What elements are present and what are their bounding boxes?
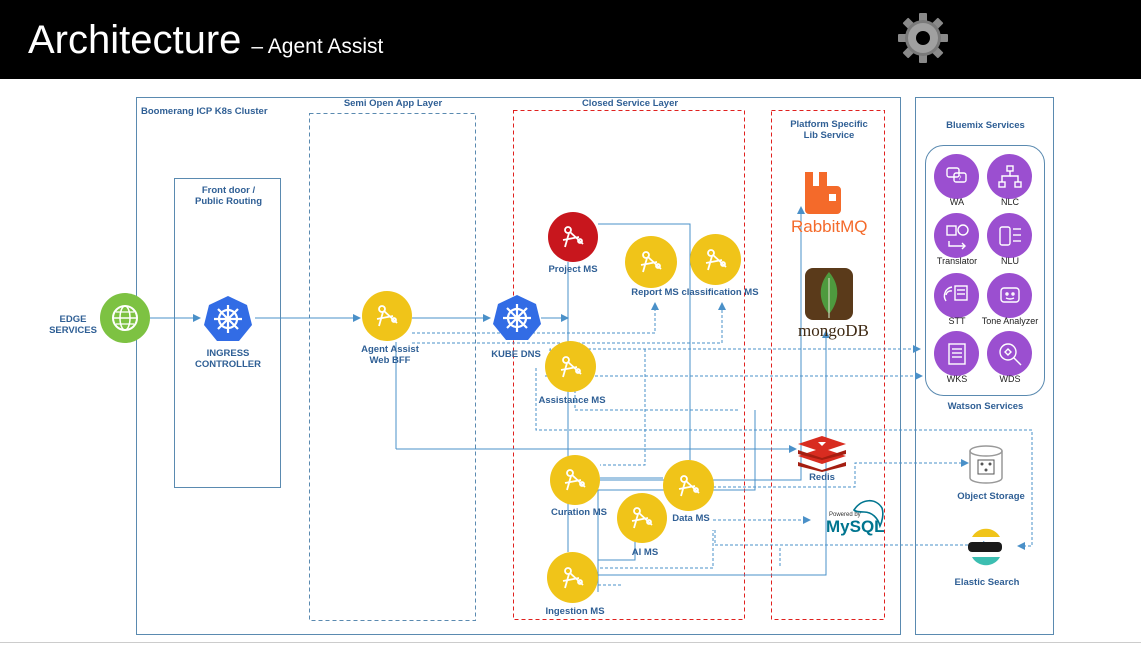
watson-service-label: WA	[949, 197, 965, 207]
redis-icon[interactable]	[798, 436, 846, 472]
knowledge-studio-icon	[947, 342, 966, 365]
watson-service-label: Tone Analyzer	[981, 316, 1039, 326]
mysql-logo-text: MySQL	[826, 517, 885, 536]
semi-open-layer-box	[309, 113, 476, 621]
closed-service-layer-box	[513, 110, 745, 620]
watson-services-box	[925, 145, 1045, 396]
front-door-label: Front door / Public Routing	[194, 185, 263, 207]
curation-ms-label: Curation MS	[551, 507, 607, 518]
watson-label: Watson Services	[947, 401, 1024, 412]
compass-icon	[562, 566, 584, 588]
cluster-label: Boomerang ICP K8s Cluster	[141, 106, 268, 117]
watson-wks-node[interactable]	[934, 331, 979, 376]
nlu-icon	[998, 225, 1021, 246]
compass-icon	[640, 251, 662, 273]
footer-divider	[0, 642, 1141, 643]
report-ms-label: Report MS	[631, 287, 679, 298]
closed-layer-label: Closed Service Layer	[581, 98, 679, 109]
redis-label: Redis	[809, 472, 835, 483]
kubernetes-icon[interactable]	[202, 294, 254, 344]
tone-analyzer-icon	[999, 286, 1020, 303]
speech-to-text-icon	[943, 284, 968, 301]
watson-translator-node[interactable]	[934, 213, 979, 258]
globe-icon	[112, 305, 138, 331]
mongodb-leaf-tile	[805, 268, 853, 320]
ingestion-ms-node[interactable]	[547, 552, 598, 603]
watson-nlc-node[interactable]	[987, 154, 1032, 199]
object-storage-label: Object Storage	[957, 491, 1025, 502]
watson-tone-analyzer-node[interactable]	[987, 273, 1032, 318]
bluemix-box	[915, 97, 1054, 635]
watson-service-label: Translator	[936, 256, 978, 266]
platform-lib-box	[771, 110, 885, 620]
assistance-ms-node[interactable]	[545, 341, 596, 392]
elastic-search-label: Elastic Search	[954, 577, 1020, 588]
svg-text:?: ?	[958, 176, 962, 182]
watson-service-label: WKS	[946, 374, 968, 384]
rabbitmq-logo-text: RabbitMQ	[791, 217, 868, 236]
compass-icon	[562, 226, 584, 248]
classification-ms-label: classification MS	[681, 287, 759, 298]
ai-ms-label: AI MS	[631, 547, 659, 558]
platform-label: Platform Specific Lib Service	[790, 119, 868, 141]
kubernetes-dns-icon[interactable]	[491, 293, 543, 343]
translate-icon	[945, 223, 969, 249]
object-storage-icon[interactable]	[966, 444, 1006, 486]
data-ms-node[interactable]	[663, 460, 714, 511]
elasticsearch-icon[interactable]	[966, 527, 1004, 567]
chat-bubbles-icon: ?	[945, 166, 967, 183]
edge-services-node[interactable]	[100, 293, 150, 343]
title-main: Architecture	[28, 18, 242, 62]
compass-icon	[376, 305, 398, 327]
project-ms-node[interactable]	[548, 212, 598, 262]
watson-service-label: NLU	[1000, 256, 1019, 266]
page-title: Architecture – Agent Assist	[28, 16, 383, 71]
watson-nlu-node[interactable]	[987, 213, 1032, 258]
mongodb-leaf-icon	[820, 272, 838, 318]
watson-service-label: WDS	[999, 374, 1021, 384]
watson-service-label: NLC	[1000, 197, 1019, 207]
classification-ms-node[interactable]	[690, 234, 741, 285]
web-bff-label: Agent Assist Web BFF	[361, 344, 419, 366]
front-door-box	[174, 178, 281, 488]
watson-stt-node[interactable]	[934, 273, 979, 318]
watson-wds-node[interactable]	[987, 331, 1032, 376]
compass-icon	[631, 507, 653, 529]
mysql-dolphin-icon	[852, 499, 884, 528]
ai-ms-node[interactable]	[617, 493, 667, 543]
mongodb-logo-text: mongoDB	[798, 321, 869, 340]
cluster-box	[136, 97, 901, 635]
watson-wa-node[interactable]: ?	[934, 154, 979, 199]
compass-icon	[560, 355, 582, 377]
web-bff-node[interactable]	[362, 291, 412, 341]
discovery-icon	[998, 342, 1021, 365]
header-bar: Architecture – Agent Assist	[0, 0, 1141, 79]
assistance-ms-label: Assistance MS	[538, 395, 606, 406]
compass-icon	[564, 469, 586, 491]
curation-ms-node[interactable]	[550, 455, 600, 505]
ingestion-ms-label: Ingestion MS	[545, 606, 605, 617]
semi-open-label: Semi Open App Layer	[343, 98, 443, 109]
compass-icon	[705, 248, 727, 270]
ingress-label: INGRESS CONTROLLER	[195, 348, 261, 370]
watson-service-label: STT	[948, 316, 966, 326]
kube-dns-label: KUBE DNS	[491, 349, 541, 360]
rabbitmq-logo-icon	[805, 172, 841, 214]
report-ms-node[interactable]	[625, 236, 677, 288]
bluemix-label: Bluemix Services	[946, 120, 1025, 131]
data-ms-label: Data MS	[672, 513, 710, 524]
project-ms-label: Project MS	[548, 264, 598, 275]
title-subtitle: – Agent Assist	[251, 35, 384, 58]
mysql-powered-text: Powered by	[829, 512, 861, 518]
edge-services-label: EDGE SERVICES	[49, 314, 97, 336]
gear-icon[interactable]	[896, 11, 950, 65]
hierarchy-icon	[997, 164, 1022, 188]
compass-icon	[678, 474, 700, 496]
